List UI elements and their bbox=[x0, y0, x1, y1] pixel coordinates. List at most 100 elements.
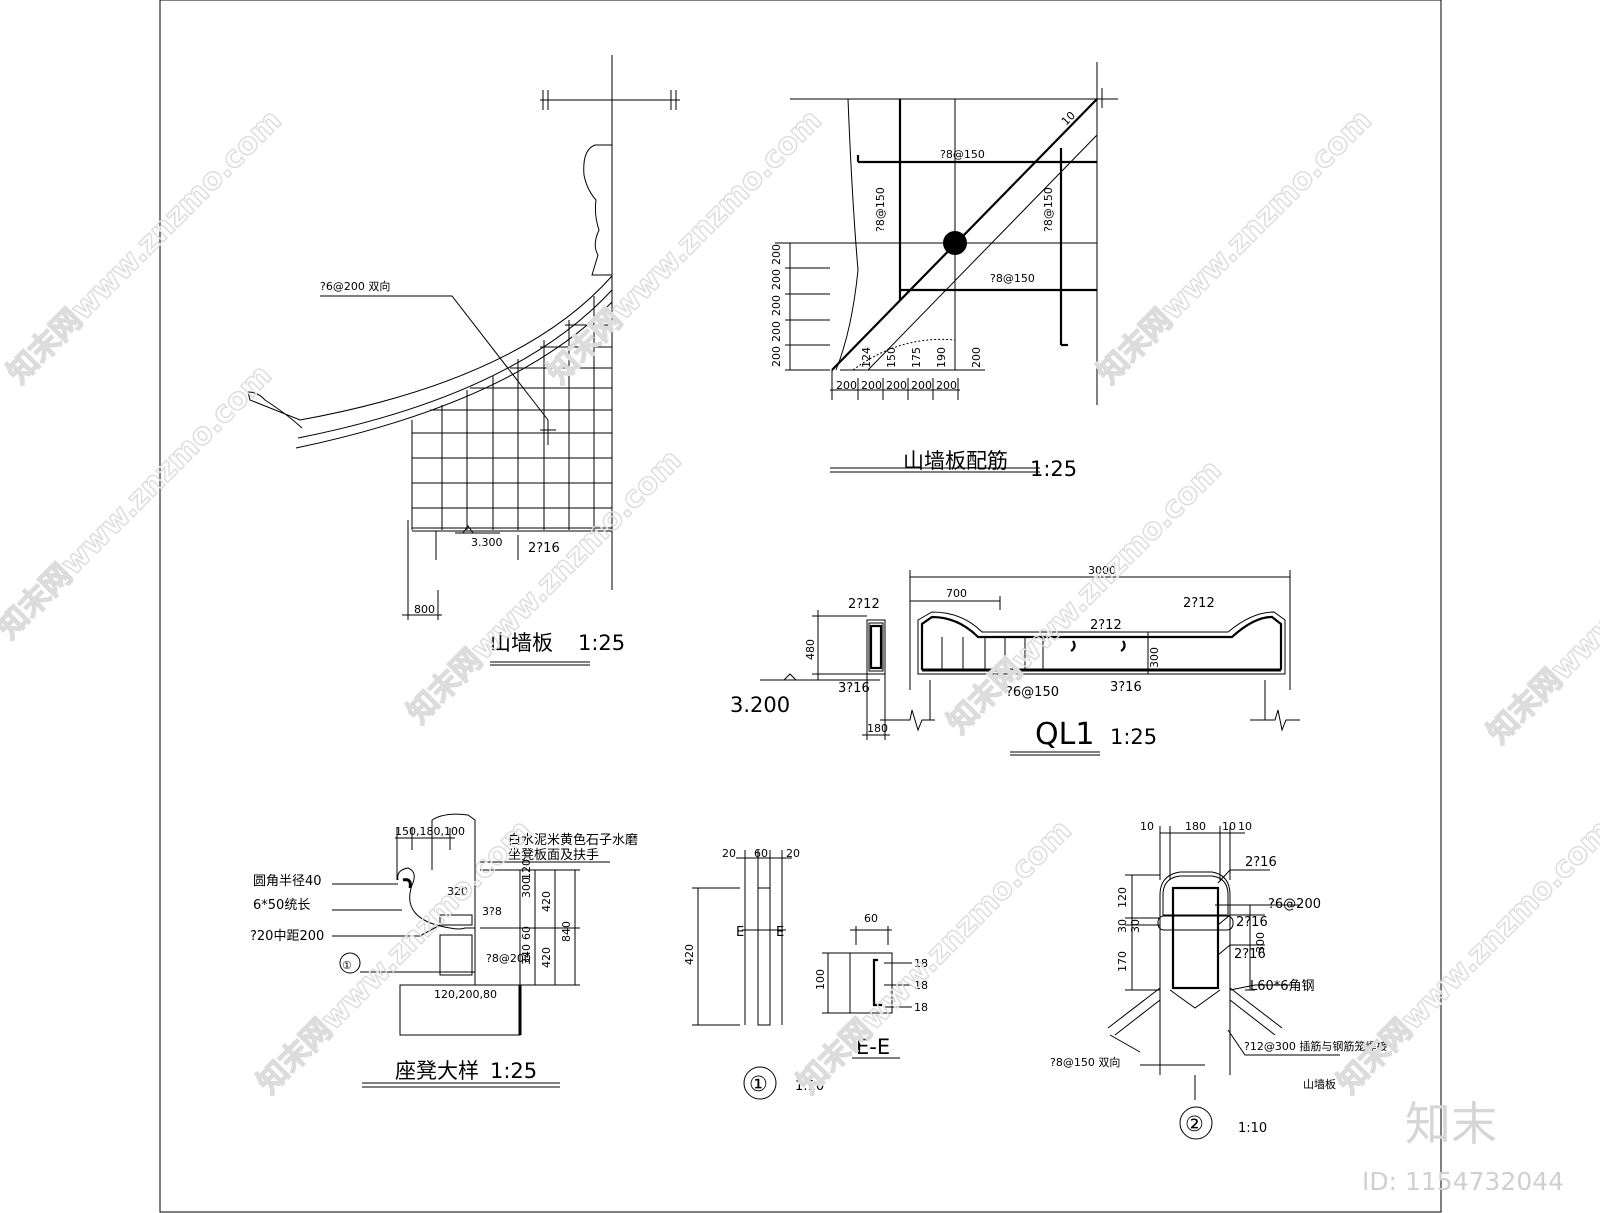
d2-dowel: ?12@300 插筋与钢筋笼焊接 bbox=[1244, 1039, 1387, 1053]
d2-bar2: ?6@200 bbox=[1268, 897, 1321, 912]
d2-dim-d: 10 bbox=[1238, 820, 1252, 833]
d2-bar3: 2?16 bbox=[1236, 915, 1268, 930]
d2-angle: L60*6角钢 bbox=[1250, 979, 1315, 994]
bench-top-dims: 150,180,100 bbox=[395, 825, 465, 838]
rebar-left-label: ?8@150 bbox=[874, 187, 887, 232]
rebar-small-dim: 10 bbox=[1059, 109, 1078, 128]
bench-note2: 坐凳板面及扶手 bbox=[508, 847, 599, 863]
bench-dim-320: 320 bbox=[447, 885, 468, 898]
bench-callout: ① bbox=[342, 959, 352, 972]
ql1-stirrups: ?6@150 bbox=[1006, 685, 1059, 700]
bottom-dim-4: 200 bbox=[911, 379, 932, 392]
ql1-title: QL1 bbox=[1035, 717, 1094, 752]
left-dim-1: 200 bbox=[770, 244, 783, 265]
inner-dim-3: 175 bbox=[910, 347, 923, 368]
rebar-scale: 1:25 bbox=[1030, 457, 1077, 481]
bench-bar-200: ?8@200 bbox=[486, 952, 531, 965]
ee-title: E-E bbox=[856, 1035, 890, 1059]
watermark-text: 知末网www.znzmo.com bbox=[791, 813, 1079, 1101]
bottom-dim-2: 200 bbox=[861, 379, 882, 392]
gable-elevation: 3.300 bbox=[471, 536, 503, 549]
rebar-mid-label: ?8@150 bbox=[990, 272, 1035, 285]
ql1-right-bars: 2?12 bbox=[1183, 596, 1215, 611]
bench-dim-840: 840 bbox=[560, 921, 573, 942]
detail-2-drawing: 10 180 10 10 120 30 30 170 300 2?16 ?6@2… bbox=[1050, 820, 1387, 1140]
gable-rebar-note: ?6@200 双向 bbox=[320, 279, 390, 293]
ql1-drawing: 3000 700 2?12 2?12 3?16 ?6@150 300 2?12 … bbox=[730, 564, 1300, 756]
watermark-text: 知末网www.znzmo.com bbox=[1091, 103, 1379, 391]
d2-left-30b: 30 bbox=[1129, 919, 1142, 933]
left-dim-2: 200 bbox=[770, 269, 783, 290]
d1-scale: 1:10 bbox=[795, 1079, 824, 1094]
d2-scale: 1:10 bbox=[1238, 1121, 1267, 1136]
brand-logo: 知末 bbox=[1405, 1097, 1497, 1151]
watermark-text: 知末网www.znzmo.com bbox=[541, 103, 829, 391]
d2-dim-b: 180 bbox=[1185, 820, 1206, 833]
bench-radius-label: 圆角半径40 bbox=[253, 874, 322, 889]
image-id: ID: 1154732044 bbox=[1362, 1167, 1564, 1196]
d1-cut-right: E bbox=[776, 925, 784, 940]
d2-callout: ② bbox=[1185, 1112, 1204, 1136]
ql1-offset: 700 bbox=[946, 587, 967, 600]
ql1-section-height: 480 bbox=[804, 639, 817, 660]
bench-dim-300: 300 bbox=[520, 877, 533, 898]
ee-bar-1: 18 bbox=[914, 957, 928, 970]
d2-right-dim: 300 bbox=[1254, 932, 1267, 953]
bench-steel-label: 6*50统长 bbox=[253, 898, 310, 913]
watermark-text: 知末网www.znzmo.com bbox=[1, 103, 289, 391]
d2-bar-left: ?8@150 双向 bbox=[1050, 1055, 1120, 1069]
bench-scale: 1:25 bbox=[490, 1059, 537, 1083]
d1-callout: ① bbox=[749, 1072, 768, 1096]
bench-dim-120: 120 bbox=[520, 859, 533, 880]
ee-bar-3: 18 bbox=[914, 1001, 928, 1014]
bench-bottom-dims: 120,200,80 bbox=[434, 988, 497, 1001]
bench-dim-420a: 420 bbox=[540, 891, 553, 912]
d2-wall: 山墙板 bbox=[1303, 1077, 1336, 1091]
ql1-mid-bars: 2?12 bbox=[1090, 618, 1122, 633]
ql1-section-top: 2?12 bbox=[848, 597, 880, 612]
ql1-bottom-bars: 3?16 bbox=[1110, 680, 1142, 695]
gable-width-dim: 800 bbox=[414, 603, 435, 616]
ql1-length: 3000 bbox=[1088, 564, 1116, 577]
inner-dim-4: 190 bbox=[935, 347, 948, 368]
watermark-text: 知末网www.znzmo.com bbox=[1331, 813, 1600, 1101]
watermark-text: 知末网www.znzmo.com bbox=[1481, 463, 1600, 751]
watermark-text: 知末网www.znzmo.com bbox=[401, 443, 689, 731]
gable-rebar-drawing: ?8@150 ?8@150 ?8@150 ?8@150 10 200 200 2… bbox=[770, 62, 1118, 481]
gable-panel-drawing: ?6@200 双向 3.300 2?16 800 山墙板 1:25 bbox=[247, 55, 680, 666]
bottom-dim-3: 200 bbox=[886, 379, 907, 392]
left-dim-3: 200 bbox=[770, 295, 783, 316]
watermark-text: 知末网www.znzmo.com bbox=[0, 358, 279, 646]
inner-dim-5: 200 bbox=[970, 347, 983, 368]
bench-drawing: 白水泥米黄色石子水磨 坐凳板面及扶手 圆角半径40 6*50统长 ?20中距20… bbox=[250, 813, 638, 1088]
bench-bar-label: ?20中距200 bbox=[250, 929, 324, 944]
d1-height: 420 bbox=[683, 944, 696, 965]
d1-dim-b: 60 bbox=[754, 847, 768, 860]
rebar-right-label: ?8@150 bbox=[1042, 187, 1055, 232]
detail-1-drawing: 20 60 20 420 E E 60 100 18 18 18 E-E ① 1… bbox=[683, 847, 928, 1100]
d1-dim-c: 20 bbox=[786, 847, 800, 860]
rebar-title: 山墙板配筋 bbox=[903, 449, 1008, 473]
d1-dim-a: 20 bbox=[722, 847, 736, 860]
watermark-layer: 知末网www.znzmo.com 知末网www.znzmo.com 知末网www… bbox=[0, 102, 1600, 1196]
d2-left-120: 120 bbox=[1116, 887, 1129, 908]
bottom-dim-1: 200 bbox=[836, 379, 857, 392]
d2-dim-c: 10 bbox=[1222, 820, 1236, 833]
d2-bar1: 2?16 bbox=[1245, 855, 1277, 870]
bench-bar-18: 3?8 bbox=[482, 905, 502, 918]
bench-title: 座凳大样 bbox=[395, 1059, 479, 1083]
ee-bar-2: 18 bbox=[914, 979, 928, 992]
ql1-height: 300 bbox=[1148, 647, 1161, 668]
bench-dim-60: 60 bbox=[520, 926, 533, 940]
d2-left-30a: 30 bbox=[1116, 919, 1129, 933]
rebar-top-label: ?8@150 bbox=[940, 148, 985, 161]
left-dim-5: 200 bbox=[770, 346, 783, 367]
d1-cut-left: E bbox=[736, 925, 744, 940]
bench-dim-420b: 420 bbox=[540, 947, 553, 968]
gable-scale: 1:25 bbox=[578, 631, 625, 655]
bottom-dim-5: 200 bbox=[936, 379, 957, 392]
gable-title: 山墙板 bbox=[490, 631, 553, 655]
ee-height: 100 bbox=[814, 969, 827, 990]
